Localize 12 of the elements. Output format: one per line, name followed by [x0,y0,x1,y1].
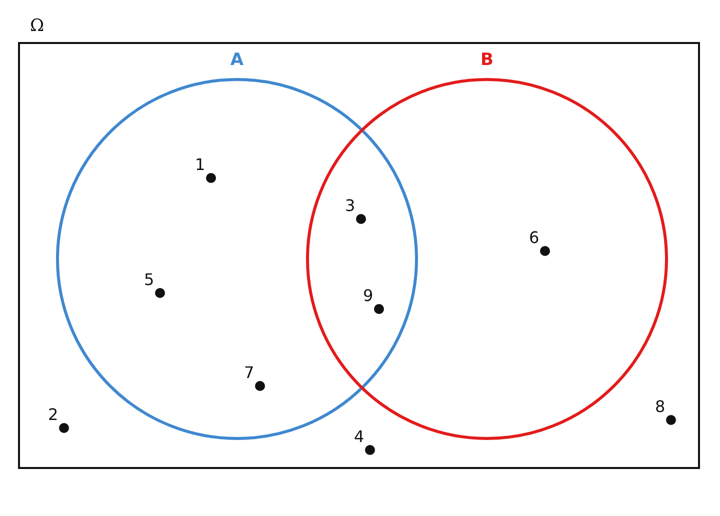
point-label: 4 [354,429,364,445]
point-label: 8 [655,399,666,415]
set-label: B [480,50,494,70]
point-label: 6 [529,230,540,246]
point-label: 9 [363,288,374,304]
point-label: 3 [345,198,356,214]
universe-label: Ω [30,16,44,36]
set-label: A [230,50,244,70]
point-label: 5 [144,272,154,288]
point-label: 1 [195,157,206,173]
point-label: 2 [48,407,58,423]
point-label: 7 [244,365,254,381]
